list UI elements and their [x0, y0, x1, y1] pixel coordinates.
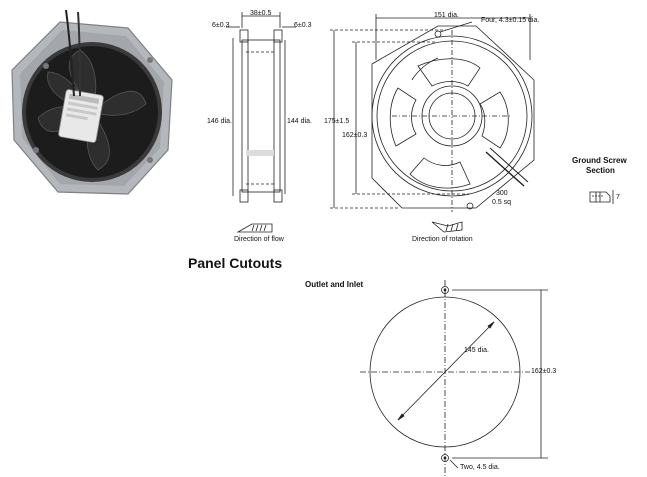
side-height-left-label: 146 dia.	[207, 118, 232, 125]
ground-screw-section	[589, 190, 614, 204]
fan-photo	[11, 9, 173, 195]
side-height-right-label: 144 dia.	[287, 118, 312, 125]
cutout-diameter-label: 145 dia.	[464, 347, 489, 354]
front-view-drawing	[330, 14, 535, 233]
ground-screw-title: Ground Screw	[572, 156, 627, 165]
side-view-drawing	[226, 12, 296, 233]
cutout-holes-label: Two, 4.5 dia.	[460, 464, 500, 471]
lead-length-label: 300	[496, 190, 508, 197]
side-top-width-label: 38±0.5	[250, 10, 272, 17]
front-diameter-label: 151 dia.	[434, 12, 459, 19]
ground-screw-dim-label: 7	[616, 194, 620, 201]
front-outer-height-label: 175±1.5	[324, 118, 350, 125]
ground-screw-subtitle: Section	[586, 166, 615, 175]
direction-of-rotation-caption: Direction of rotation	[412, 236, 473, 243]
panel-cutout-drawing	[360, 280, 548, 477]
panel-cutouts-heading: Panel Cutouts	[188, 255, 283, 271]
outlet-inlet-subheading: Outlet and Inlet	[305, 280, 364, 289]
front-mount-pitch-label: 162±0.3	[342, 132, 368, 139]
front-holes-label: Four, 4.3±0.15 dia.	[481, 17, 540, 24]
cutout-pitch-label: 162±0.3	[531, 368, 557, 375]
side-right-flange-label: 6±0.3	[294, 22, 312, 29]
direction-of-flow-caption: Direction of flow	[234, 236, 284, 243]
lead-gauge-label: 0.5 sq	[492, 199, 512, 206]
side-left-flange-label: 6±0.3	[212, 22, 230, 29]
